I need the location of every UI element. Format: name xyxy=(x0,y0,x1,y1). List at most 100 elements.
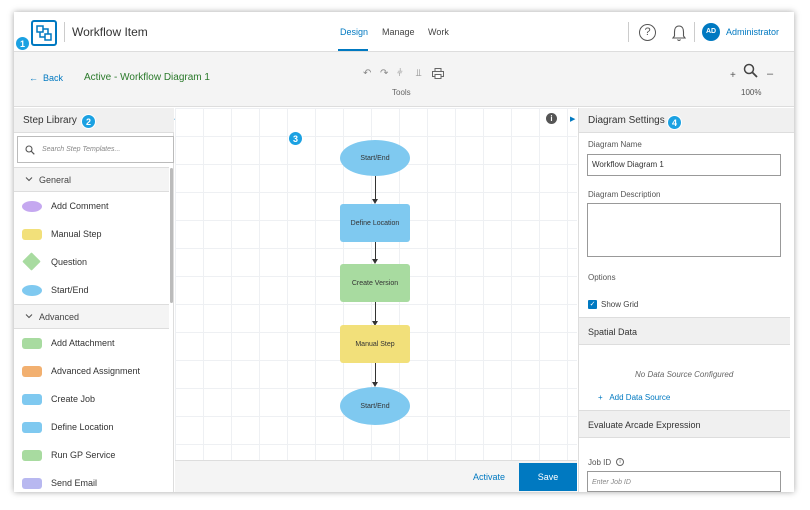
avatar[interactable]: AD xyxy=(702,23,720,41)
step-label: Create Job xyxy=(51,394,96,404)
back-arrow-icon: ← xyxy=(29,73,38,83)
search-placeholder: Search Step Templates... xyxy=(42,146,121,153)
tab-work[interactable]: Work xyxy=(428,27,449,37)
info-icon[interactable]: i xyxy=(616,458,624,466)
callout-badge-1: 1 xyxy=(15,36,30,51)
diagram-description-label: Diagram Description xyxy=(588,190,661,199)
diagram-canvas[interactable]: Start/End Define Location Create Version… xyxy=(175,108,577,460)
header-divider xyxy=(694,22,695,42)
chevron-down-icon xyxy=(25,314,33,319)
info-icon[interactable]: i xyxy=(546,113,557,124)
top-nav-bar: Workflow Item Design Manage Work ? AD Ad… xyxy=(14,12,794,52)
diagram-node-create-version[interactable]: Create Version xyxy=(340,264,410,302)
app-window: Workflow Item Design Manage Work ? AD Ad… xyxy=(14,12,794,492)
align-horizontal-icon[interactable]: ⫩ xyxy=(397,68,403,79)
diagram-toolbar: ← Back Active - Workflow Diagram 1 ↶ ↷ ⫩… xyxy=(14,52,794,107)
zoom-in-icon[interactable]: + xyxy=(730,70,736,81)
step-search-input[interactable]: Search Step Templates... xyxy=(17,136,174,163)
step-label: Question xyxy=(51,257,88,267)
diagram-node-manual-step[interactable]: Manual Step xyxy=(340,325,410,363)
step-library-scrollbar[interactable] xyxy=(170,168,173,303)
section-label: Advanced xyxy=(39,312,80,322)
undo-icon[interactable]: ↶ xyxy=(363,68,372,79)
back-label: Back xyxy=(43,73,64,83)
diagram-node-start[interactable]: Start/End xyxy=(340,140,410,176)
diamond-shape-icon xyxy=(22,252,41,271)
step-item-define-location[interactable]: Define Location xyxy=(14,413,169,441)
print-icon[interactable] xyxy=(432,68,444,79)
tools-label: Tools xyxy=(392,88,411,97)
section-general[interactable]: General xyxy=(14,167,169,192)
diagram-node-define-location[interactable]: Define Location xyxy=(340,204,410,242)
align-vertical-icon[interactable]: ⫫ xyxy=(416,68,422,79)
user-menu[interactable]: Administrator xyxy=(726,27,780,37)
callout-badge-4: 4 xyxy=(667,115,682,130)
step-item-advanced-assignment[interactable]: Advanced Assignment xyxy=(14,357,169,385)
activate-button[interactable]: Activate xyxy=(473,472,506,482)
ellipse-shape-icon xyxy=(22,201,42,212)
search-icon xyxy=(25,145,35,155)
header-divider xyxy=(64,22,65,42)
arcade-expression-header: Evaluate Arcade Expression xyxy=(579,410,790,438)
arrowhead xyxy=(372,382,378,387)
step-item-add-comment[interactable]: Add Comment xyxy=(14,192,169,220)
rectangle-shape-icon xyxy=(22,450,42,461)
active-tab-indicator xyxy=(338,49,368,51)
step-label: Add Comment xyxy=(51,201,109,211)
back-button[interactable]: ← Back xyxy=(29,73,63,83)
rectangle-shape-icon xyxy=(22,422,42,433)
diagram-name-input[interactable]: Workflow Diagram 1 xyxy=(587,154,781,176)
show-grid-checkbox[interactable]: ✓ xyxy=(588,300,597,309)
diagram-settings-header: Diagram Settings xyxy=(579,108,794,133)
step-item-run-gp-service[interactable]: Run GP Service xyxy=(14,441,169,469)
step-label: Advanced Assignment xyxy=(51,366,141,376)
ellipse-shape-icon xyxy=(22,285,42,296)
job-id-input[interactable]: Enter Job ID xyxy=(587,471,781,492)
connector-line xyxy=(375,363,376,383)
section-advanced[interactable]: Advanced xyxy=(14,304,169,329)
add-data-source-link[interactable]: + Add Data Source xyxy=(598,393,670,402)
no-data-source-text: No Data Source Configured xyxy=(635,370,734,379)
header-divider xyxy=(628,22,629,42)
tab-design[interactable]: Design xyxy=(340,27,369,37)
step-item-create-job[interactable]: Create Job xyxy=(14,385,169,413)
step-item-start-end[interactable]: Start/End xyxy=(14,276,169,304)
diagram-node-end[interactable]: Start/End xyxy=(340,387,410,425)
diagram-status: Active - Workflow Diagram 1 xyxy=(84,72,210,83)
workflow-logo-icon[interactable] xyxy=(31,20,57,46)
rectangle-shape-icon xyxy=(22,229,42,240)
diagram-description-input[interactable] xyxy=(587,203,781,257)
tab-manage[interactable]: Manage xyxy=(382,27,415,37)
redo-icon[interactable]: ↷ xyxy=(380,68,389,79)
canvas-action-bar: Activate Save xyxy=(175,460,577,492)
step-item-manual-step[interactable]: Manual Step xyxy=(14,220,169,248)
rectangle-shape-icon xyxy=(22,366,42,377)
step-label: Send Email xyxy=(51,478,98,488)
step-label: Add Attachment xyxy=(51,338,115,348)
chevron-down-icon xyxy=(25,177,33,182)
step-label: Run GP Service xyxy=(51,450,116,460)
step-library-panel: Step Library Search Step Templates... Ge… xyxy=(14,108,174,492)
bell-icon[interactable] xyxy=(671,24,687,42)
diagram-settings-title: Diagram Settings xyxy=(588,115,665,126)
step-item-question[interactable]: Question xyxy=(14,248,169,276)
step-item-send-email[interactable]: Send Email xyxy=(14,469,169,492)
job-id-label: Job ID xyxy=(588,458,612,467)
collapse-right-panel-icon[interactable]: ▶ xyxy=(570,116,576,123)
spatial-data-header: Spatial Data xyxy=(579,317,790,345)
step-item-add-attachment[interactable]: Add Attachment xyxy=(14,329,169,357)
job-id-placeholder: Enter Job ID xyxy=(592,479,631,486)
callout-badge-3: 3 xyxy=(288,131,303,146)
rectangle-shape-icon xyxy=(22,338,42,349)
diagram-name-label: Diagram Name xyxy=(588,140,642,149)
connector-line xyxy=(375,176,376,200)
arrowhead xyxy=(372,259,378,264)
zoom-out-icon[interactable]: – xyxy=(767,68,774,80)
diagram-settings-panel: Diagram Settings Diagram Name Workflow D… xyxy=(578,108,794,492)
plus-icon: + xyxy=(598,393,603,402)
zoom-level: 100% xyxy=(741,88,762,97)
save-button[interactable]: Save xyxy=(519,463,577,491)
arrowhead xyxy=(372,199,378,204)
help-icon[interactable]: ? xyxy=(639,24,656,41)
zoom-search-icon[interactable] xyxy=(743,63,759,79)
